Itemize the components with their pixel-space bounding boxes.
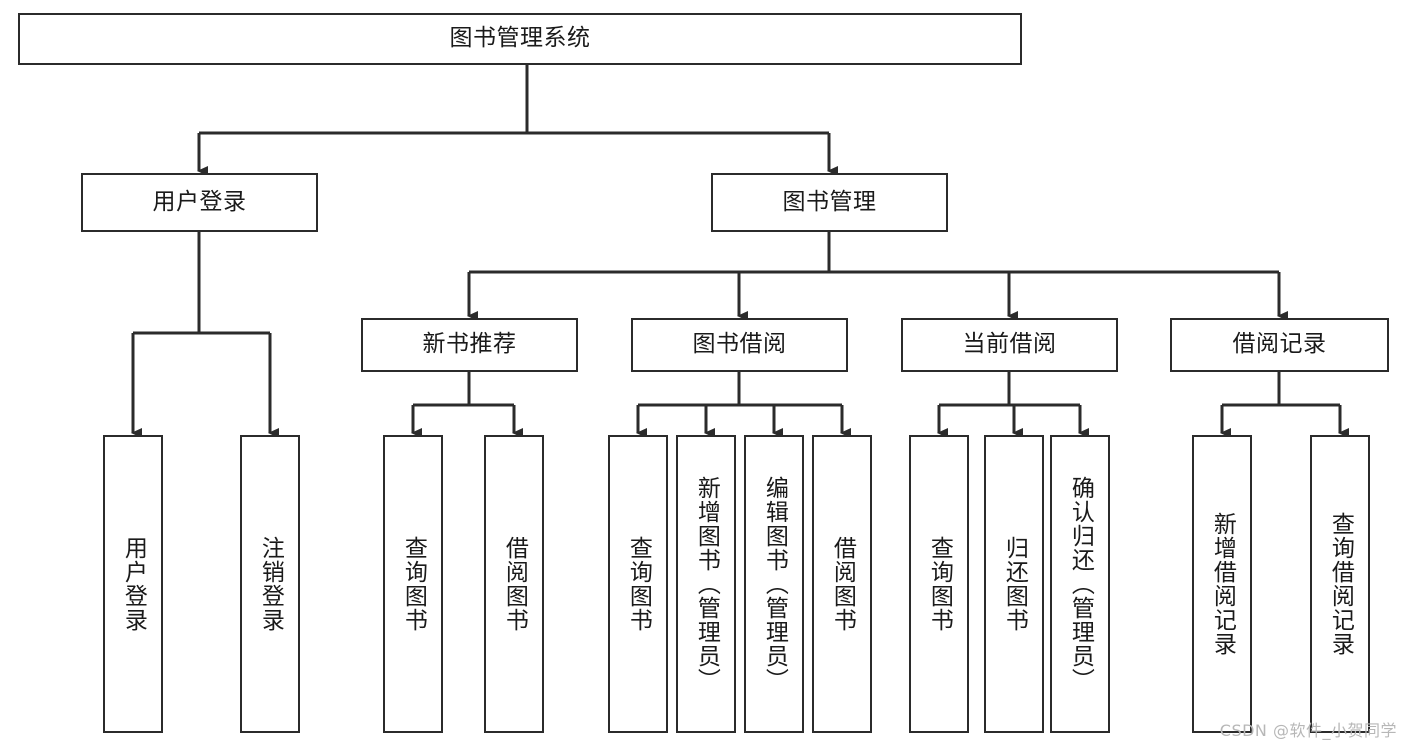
node-label: 借阅图书: [501, 536, 528, 632]
node-leaf-user-logout[interactable]: 注销登录: [240, 435, 300, 733]
node-label: 查询图书: [625, 536, 652, 632]
node-borrow-record[interactable]: 借阅记录: [1170, 318, 1389, 372]
node-label: 查询借阅记录: [1327, 512, 1354, 656]
node-leaf-borrow-add[interactable]: 新增图书（管理员）: [676, 435, 736, 733]
node-leaf-rec-add[interactable]: 新增借阅记录: [1192, 435, 1252, 733]
node-label: 借阅图书: [829, 536, 856, 632]
node-label: 查询图书: [926, 536, 953, 632]
node-label: 图书借阅: [692, 331, 787, 358]
edge-group: [131, 65, 1349, 438]
node-leaf-rec-query[interactable]: 查询图书: [383, 435, 443, 733]
node-book-borrow[interactable]: 图书借阅: [631, 318, 848, 372]
node-label: 当前借阅: [962, 331, 1057, 358]
node-label: 借阅记录: [1232, 331, 1327, 358]
node-leaf-user-login[interactable]: 用户登录: [103, 435, 163, 733]
node-leaf-borrow-query[interactable]: 查询图书: [608, 435, 668, 733]
node-leaf-rec-borrow[interactable]: 借阅图书: [484, 435, 544, 733]
node-label: 图书管理: [782, 188, 877, 215]
node-label: 归还图书: [1001, 536, 1028, 632]
node-book-manage[interactable]: 图书管理: [711, 173, 948, 232]
node-label: 新增借阅记录: [1209, 512, 1236, 656]
node-label: 新书推荐: [422, 331, 517, 358]
node-label: 确认归还（管理员）: [1067, 476, 1094, 692]
node-current-borrow[interactable]: 当前借阅: [901, 318, 1118, 372]
node-label: 图书管理系统: [449, 25, 591, 52]
node-label: 查询图书: [400, 536, 427, 632]
node-leaf-cur-query[interactable]: 查询图书: [909, 435, 969, 733]
node-leaf-cur-return[interactable]: 归还图书: [984, 435, 1044, 733]
node-user-login[interactable]: 用户登录: [81, 173, 318, 232]
node-label: 编辑图书（管理员）: [761, 476, 788, 692]
node-leaf-rec-query2[interactable]: 查询借阅记录: [1310, 435, 1370, 733]
node-new-book-rec[interactable]: 新书推荐: [361, 318, 578, 372]
node-label: 注销登录: [257, 536, 284, 632]
node-leaf-borrow-edit[interactable]: 编辑图书（管理员）: [744, 435, 804, 733]
node-label: 用户登录: [120, 536, 147, 632]
node-leaf-cur-confirm[interactable]: 确认归还（管理员）: [1050, 435, 1110, 733]
node-root[interactable]: 图书管理系统: [18, 13, 1022, 65]
node-label: 新增图书（管理员）: [693, 476, 720, 692]
node-leaf-borrow-lend[interactable]: 借阅图书: [812, 435, 872, 733]
node-label: 用户登录: [152, 188, 247, 215]
